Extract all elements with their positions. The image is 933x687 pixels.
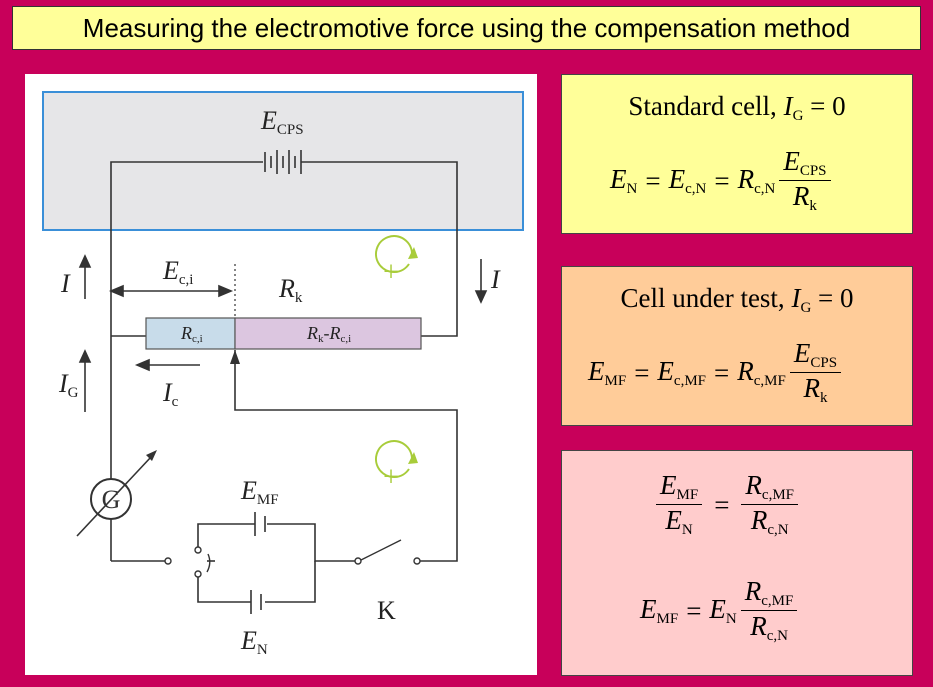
galvanometer-label: G <box>102 485 121 514</box>
loop-arrow-upper: + <box>375 235 418 288</box>
emf-result-equation: EMF = EN Rc,MF Rc,N <box>640 577 801 645</box>
ratio-box: EMF EN = Rc,MF Rc,N EMF = EN Rc,MF Rc,N <box>561 450 913 676</box>
label-en: EN <box>240 626 268 658</box>
resistor-rk-minus-rci <box>234 317 422 350</box>
standard-cell-heading: Standard cell, IG = 0 <box>628 91 846 124</box>
loop-arrow-lower: + <box>375 440 418 493</box>
label-emf: EMF <box>240 476 279 508</box>
slider-arrow <box>230 350 240 364</box>
current-arrows <box>78 254 488 412</box>
circuit-wires <box>110 161 458 603</box>
plus-symbol-upper: + <box>383 257 399 288</box>
standard-cell-equation: EN = Ec,N = Rc,N ECPS Rk <box>610 147 835 215</box>
label-ecps: ECPS <box>260 106 304 138</box>
circuit-panel: G + + ECPS I I IG Ic Ec,i Rk Rc,i Rk-Rc,… <box>25 74 537 675</box>
label-ig: IG <box>58 369 79 401</box>
standard-cell-box: Standard cell, IG = 0 EN = Ec,N = Rc,N E… <box>561 74 913 234</box>
plus-symbol-lower: + <box>383 462 399 493</box>
cell-under-test-box: Cell under test, IG = 0 EMF = Ec,MF = Rc… <box>561 266 913 426</box>
changeover-switch <box>164 546 211 578</box>
label-switch-k: K <box>377 596 396 625</box>
cell-under-test-heading: Cell under test, IG = 0 <box>620 283 854 316</box>
label-current-right: I <box>490 265 501 294</box>
label-eci: Ec,i <box>162 256 193 288</box>
page-title: Measuring the electromotive force using … <box>12 6 921 50</box>
label-ic: Ic <box>162 378 179 410</box>
label-rk-minus-rci: Rk-Rc,i <box>306 323 351 345</box>
ratio-equation: EMF EN = Rc,MF Rc,N <box>652 471 802 539</box>
switch-k <box>354 539 421 565</box>
cell-under-test-equation: EMF = Ec,MF = Rc,MF ECPS Rk <box>588 339 845 407</box>
label-current-left: I <box>60 269 71 298</box>
cell-en <box>250 590 262 614</box>
battery-cps-symbol <box>264 150 302 174</box>
label-rk: Rk <box>278 274 303 306</box>
circuit-diagram: G + + ECPS I I IG Ic Ec,i Rk Rc,i Rk-Rc,… <box>42 91 524 658</box>
cell-emf <box>254 512 266 536</box>
label-rci: Rc,i <box>180 323 203 345</box>
